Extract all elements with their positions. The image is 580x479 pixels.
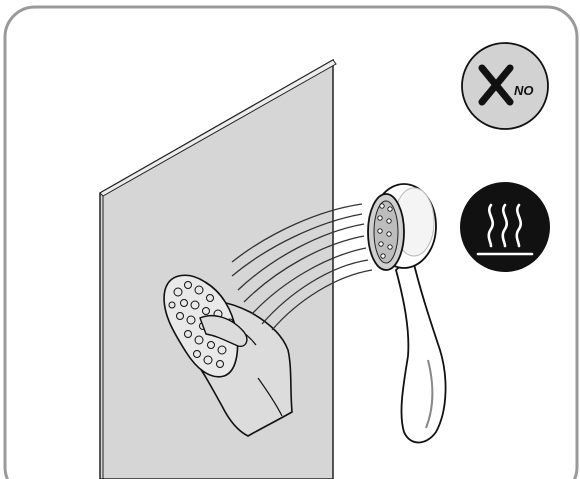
heat-badge bbox=[460, 182, 550, 272]
prohibition-badge: NO bbox=[462, 43, 548, 129]
prohibition-label: NO bbox=[514, 83, 534, 98]
